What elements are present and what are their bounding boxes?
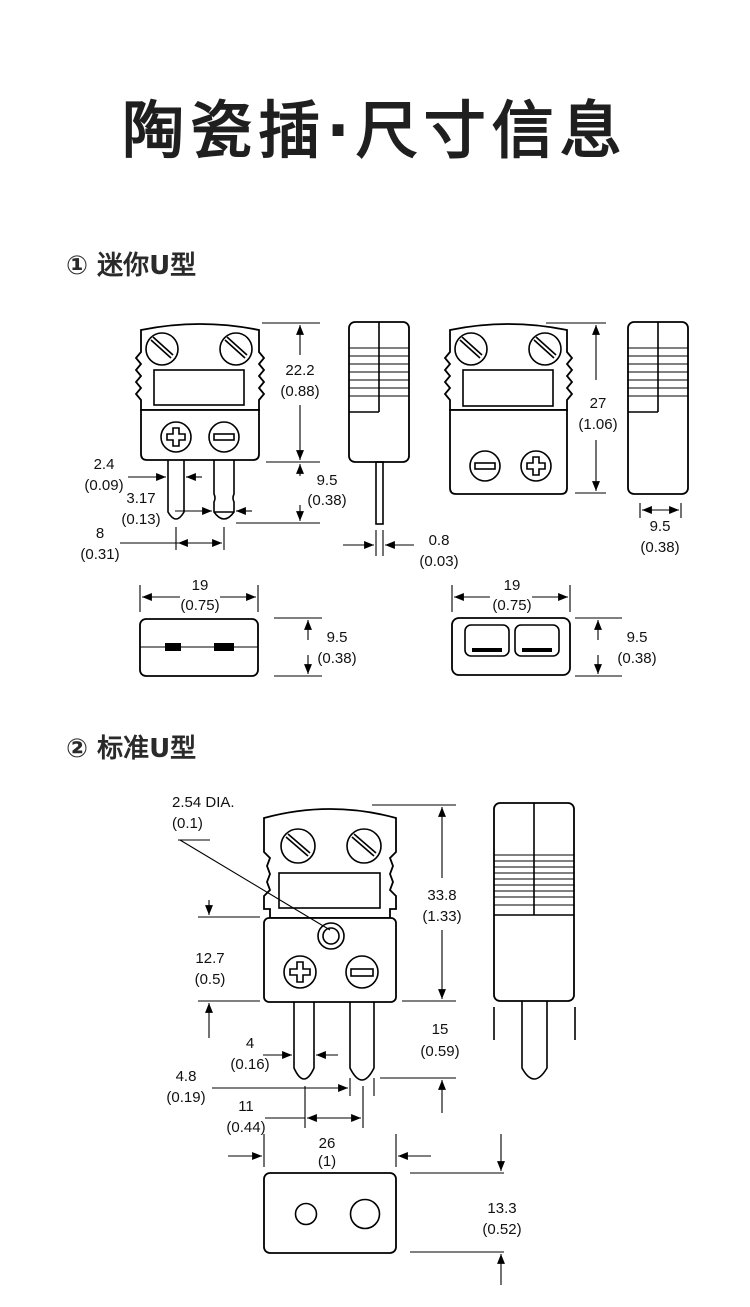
dim-pin-length-mm: 9.5 (317, 472, 338, 489)
dim-socket-depth-mm: 9.5 (650, 518, 671, 535)
dim-hole-dia-in: (0.1) (172, 815, 203, 832)
dim-pin-length-mm: 15 (432, 1021, 449, 1038)
dim-total-height-mm: 33.8 (427, 887, 456, 904)
mini-socket-side-view (627, 321, 689, 495)
standard-plug-side-view (493, 802, 576, 1080)
dim-pin-dia-large-mm: 4.8 (176, 1068, 197, 1085)
dim-face-width-in: (1) (318, 1153, 336, 1170)
mini-plug-face-view (139, 618, 259, 677)
mini-socket-face-view (451, 617, 571, 676)
dim-socket-face-width-mm: 19 (504, 577, 521, 594)
dim-height-top-mm: 22.2 (285, 362, 314, 379)
dim-socket-face-height-mm: 9.5 (627, 629, 648, 646)
dim-pin-spacing-mm: 8 (96, 525, 104, 542)
mini-plug-side-view (348, 321, 410, 525)
dim-pin-spacing-in: (0.31) (80, 546, 119, 563)
section-title-standard: ② 标准U型 (66, 734, 197, 764)
dim-face-width-mm: 26 (319, 1135, 336, 1152)
dim-pin-spacing-mm: 11 (238, 1098, 254, 1115)
dim-socket-height-mm: 27 (590, 395, 607, 412)
dim-pin-length-in: (0.59) (420, 1043, 459, 1060)
standard-plug-face-view (263, 1172, 397, 1254)
dim-pin-thickness-in: (0.03) (419, 553, 458, 570)
dim-pin-thickness-mm: 0.8 (429, 532, 450, 549)
dim-pin-dia-small-in: (0.16) (230, 1056, 269, 1073)
dim-pin-dia-large-in: (0.19) (166, 1089, 205, 1106)
plus-terminal-icon (520, 450, 552, 482)
dim-lower-body-in: (0.5) (195, 971, 226, 988)
dim-pin-dia-small-mm: 4 (246, 1035, 254, 1052)
dim-socket-face-width-in: (0.75) (492, 597, 531, 614)
dim-plug-face-width-mm: 19 (192, 577, 209, 594)
dim-pin-large-in: (0.13) (121, 511, 160, 528)
dim-socket-height-in: (1.06) (578, 416, 617, 433)
dim-pin-small-in: (0.09) (84, 477, 123, 494)
minus-terminal-icon (208, 421, 240, 453)
minus-terminal-icon (345, 955, 379, 989)
hole-icon (317, 922, 345, 950)
plus-terminal-icon (283, 955, 317, 989)
dim-lower-body-mm: 12.7 (195, 950, 224, 967)
page-title: 陶瓷插·尺寸信息 (122, 94, 628, 167)
dim-plug-face-width-in: (0.75) (180, 597, 219, 614)
dim-pin-large-mm: 3.17 (126, 490, 155, 507)
dim-plug-face-height-mm: 9.5 (327, 629, 348, 646)
dim-pin-length-in: (0.38) (307, 492, 346, 509)
section-title-mini: ① 迷你U型 (66, 251, 197, 281)
dim-face-height-in: (0.52) (482, 1221, 521, 1238)
dim-pin-small-mm: 2.4 (94, 456, 115, 473)
dim-total-height-in: (1.33) (422, 908, 461, 925)
dim-socket-depth-in: (0.38) (640, 539, 679, 556)
plus-terminal-icon (160, 421, 192, 453)
mini-plug-front-view (134, 323, 266, 520)
dim-hole-dia-mm: 2.54 DIA. (172, 794, 235, 811)
dim-plug-face-height-in: (0.38) (317, 650, 356, 667)
dim-pin-spacing-in: (0.44) (226, 1119, 265, 1136)
mini-socket-front-view (443, 323, 574, 495)
dim-face-height-mm: 13.3 (487, 1200, 516, 1217)
standard-plug-front-view (263, 808, 397, 1081)
minus-terminal-icon (469, 450, 501, 482)
dim-height-top-in: (0.88) (280, 383, 319, 400)
dim-socket-face-height-in: (0.38) (617, 650, 656, 667)
